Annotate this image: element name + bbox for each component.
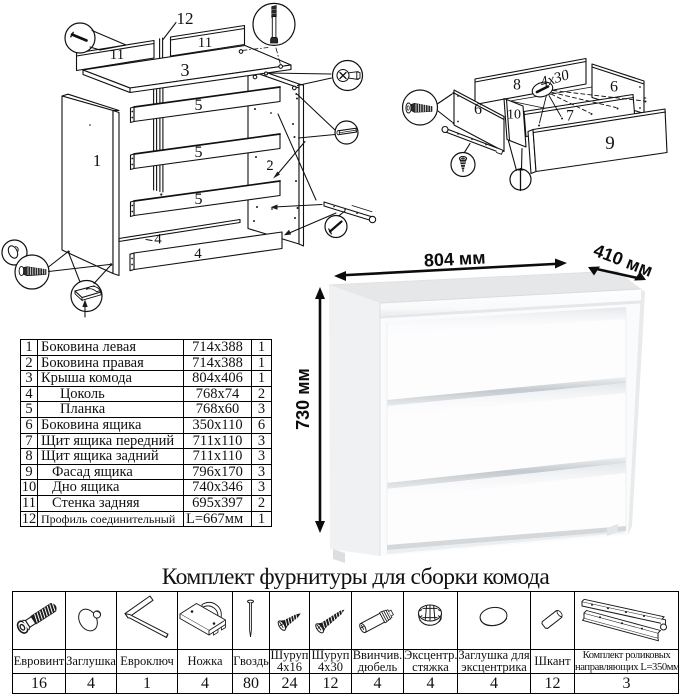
svg-text:11: 11 (110, 47, 124, 63)
svg-text:730 мм: 730 мм (293, 368, 313, 430)
svg-text:7: 7 (566, 108, 574, 125)
svg-text:1: 1 (93, 151, 102, 170)
svg-text:5: 5 (195, 97, 203, 114)
svg-text:8: 8 (513, 77, 521, 94)
svg-text:4: 4 (194, 246, 202, 262)
svg-text:3: 3 (181, 60, 190, 80)
svg-text:10: 10 (507, 108, 521, 123)
svg-text:804 мм: 804 мм (423, 247, 486, 270)
svg-text:5: 5 (195, 144, 203, 161)
svg-text:6: 6 (610, 79, 618, 96)
svg-text:12: 12 (177, 9, 194, 28)
svg-text:2: 2 (266, 158, 273, 174)
svg-text:9: 9 (605, 133, 615, 154)
svg-text:4: 4 (154, 232, 162, 248)
svg-text:6: 6 (474, 101, 482, 118)
svg-text:11: 11 (198, 35, 212, 51)
svg-text:5: 5 (195, 191, 203, 208)
